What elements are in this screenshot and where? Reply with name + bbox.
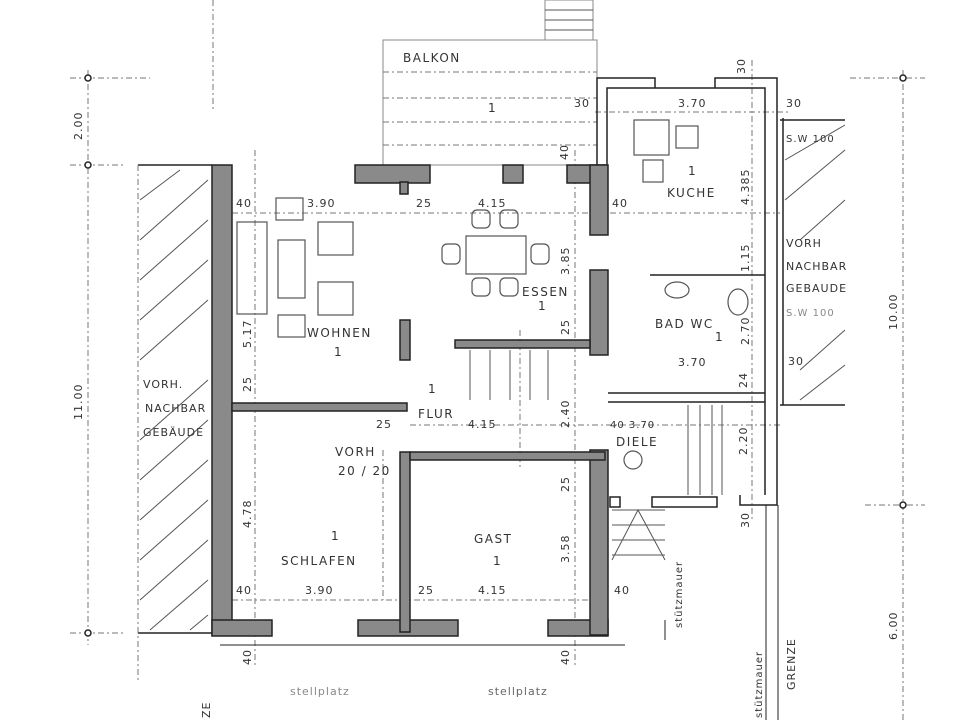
dimension-label: 25: [416, 197, 432, 210]
dimension-label: 5.17: [241, 320, 254, 349]
room-num-bad: 1: [715, 330, 724, 344]
furniture: [236, 119, 749, 561]
axis-marker: [84, 74, 92, 82]
room-name-kueche: KUCHE: [667, 186, 716, 200]
right-neighbor-building: [780, 119, 846, 406]
dimension-label: 1.15: [739, 244, 752, 273]
dimension-label: 2.20: [737, 427, 750, 456]
room-num-wohnen: 1: [334, 345, 343, 359]
dimension-label: 25: [376, 418, 392, 431]
overall-dimensions: 2.00 11.00 10.00 6.00: [72, 112, 900, 641]
axis-marker: [899, 501, 907, 509]
dimension-label: 40: [612, 197, 628, 210]
dimension-label: 40: [236, 197, 252, 210]
dim-right-bottom: 6.00: [887, 612, 900, 641]
dimension-label: 4.385: [739, 169, 752, 206]
dimension-label: 25: [559, 319, 572, 335]
dimension-label: 40: [241, 649, 254, 665]
dimension-label: 3.58: [559, 535, 572, 564]
grenze-cut-label: ZE: [200, 702, 213, 719]
dimension-label: 3.90: [307, 197, 336, 210]
dimension-label: 2.40: [559, 400, 572, 429]
axis-marker: [84, 161, 92, 169]
dimension-label: 25: [241, 376, 254, 392]
dimension-label: 30: [735, 58, 748, 74]
room-num-kueche: 1: [688, 164, 697, 178]
grenze-label: GRENZE: [785, 638, 798, 690]
axis-marker: [899, 74, 907, 82]
left-neighbor-label: NACHBAR: [145, 402, 206, 415]
dimension-label: 30: [739, 512, 752, 528]
dimension-label: 3.90: [305, 584, 334, 597]
stuetzmauer-small-label: stützmauer: [674, 561, 685, 628]
dimension-label: 30: [788, 355, 804, 368]
dimension-label: 30: [574, 97, 590, 110]
left-neighbor-label: GEBÄUDE: [143, 426, 204, 439]
dimension-label: 40: [614, 584, 630, 597]
dimension-label: 3.70: [678, 356, 707, 369]
dimension-label: 40: [558, 144, 571, 160]
dimension-label: 40 3.70: [610, 420, 655, 431]
walls: [211, 77, 784, 637]
dim-right-main: 10.00: [887, 294, 900, 331]
right-neighbor-label: NACHBAR: [786, 260, 847, 273]
balcony: [382, 0, 598, 166]
right-neighbor-label: GEBAUDE: [786, 282, 847, 295]
dimension-labels: 40 3.90 25 4.15 40 30 3.70 30 30 40 25 4…: [236, 58, 804, 665]
room-name-diele: DIELE: [616, 435, 658, 449]
dimension-label: 4.15: [468, 418, 497, 431]
dimension-label: 4.15: [478, 197, 507, 210]
room-num-flur: 1: [428, 382, 437, 396]
room-num-gast: 1: [493, 554, 502, 568]
room-vorh-size: 20 / 20: [338, 464, 391, 478]
left-neighbor-building: [137, 164, 212, 680]
right-neighbor-label: VORH: [786, 237, 822, 250]
room-name-flur: FLUR: [418, 407, 454, 421]
sw-label: S.W 100: [786, 134, 835, 145]
room-vorh-label: VORH: [335, 445, 376, 459]
neighbor-labels: VORH. NACHBAR GEBÄUDE VORH NACHBAR GEBAU…: [143, 134, 847, 439]
dimension-label: 3.85: [559, 247, 572, 276]
room-name-bad: BAD WC: [655, 317, 714, 331]
dimension-label: 4.78: [241, 500, 254, 529]
room-num-balkon: 1: [488, 101, 497, 115]
stellplatz-left-label: stellplatz: [290, 685, 350, 698]
dimension-label: 25: [418, 584, 434, 597]
room-name-schlafen: SCHLAFEN: [281, 554, 357, 568]
left-neighbor-label: VORH.: [143, 378, 183, 391]
room-name-wohnen: WOHNEN: [307, 326, 372, 340]
axis-lines: [70, 0, 925, 720]
stellplatz-right-label: stellplatz: [488, 685, 548, 698]
dimension-label: 25: [559, 476, 572, 492]
room-num-essen: 1: [538, 299, 547, 313]
dimension-label: 24: [737, 372, 750, 388]
dimension-label: 2.70: [739, 317, 752, 346]
axis-marker: [84, 629, 92, 637]
dim-left-top: 2.00: [72, 112, 85, 141]
sw-label: S.W 100: [786, 308, 835, 319]
dimension-label: 4.15: [478, 584, 507, 597]
dimension-label: 3.70: [678, 97, 707, 110]
site-labels: stellplatz stellplatz stützmauer stützma…: [200, 505, 798, 720]
dimension-label: 40: [559, 649, 572, 665]
stuetzmauer-label: stützmauer: [754, 651, 765, 718]
dimension-label: 30: [786, 97, 802, 110]
dim-left-main: 11.00: [72, 384, 85, 421]
room-num-schlafen: 1: [331, 529, 340, 543]
room-name-essen: ESSEN: [522, 285, 569, 299]
room-name-gast: GAST: [474, 532, 512, 546]
room-labels: BALKON 1 1 KUCHE ESSEN 1 WOHNEN 1 BAD WC…: [281, 51, 724, 568]
room-name-balkon: BALKON: [403, 51, 461, 65]
dimension-label: 40: [236, 584, 252, 597]
